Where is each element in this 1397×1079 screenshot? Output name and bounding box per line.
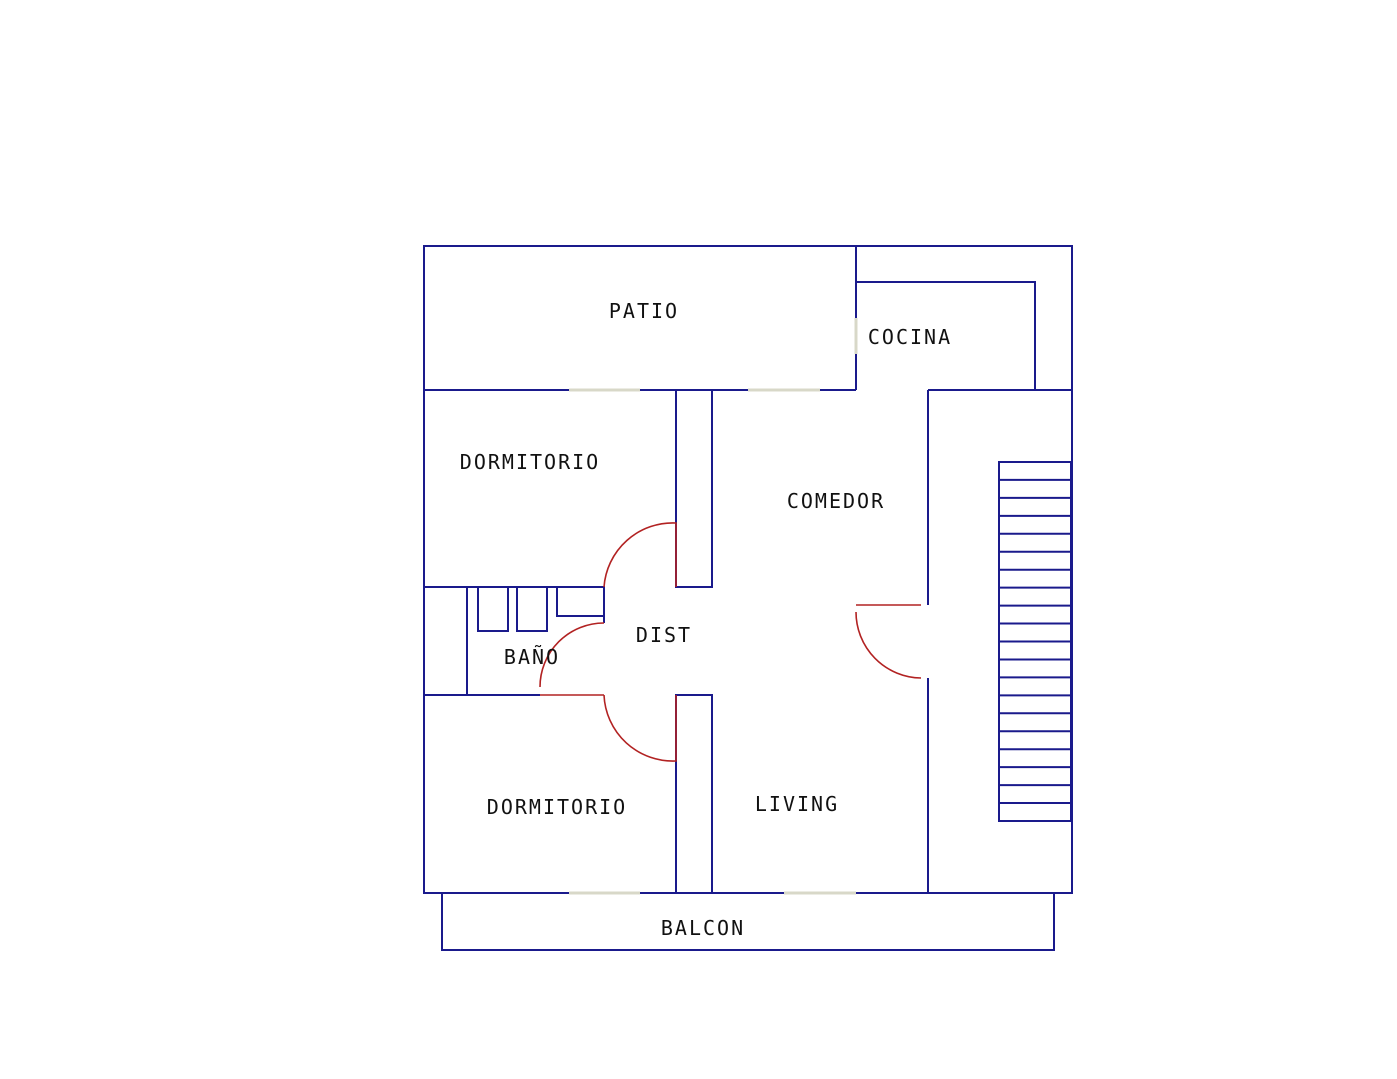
- cocina-inner-wall: [856, 281, 1036, 390]
- room-labels: PATIO COCINA DORMITORIO COMEDOR DIST BAÑ…: [460, 299, 952, 940]
- balcony-outline: [441, 892, 1055, 951]
- door-stair: [855, 604, 922, 679]
- label-comedor: COMEDOR: [787, 489, 885, 513]
- label-bano: BAÑO: [504, 645, 560, 669]
- label-patio: PATIO: [609, 299, 679, 323]
- label-living: LIVING: [755, 792, 839, 816]
- door-dormitorio-2: [603, 694, 677, 762]
- label-dormitorio-1: DORMITORIO: [460, 450, 600, 474]
- windows: [569, 318, 858, 895]
- bathtub-fixture: [477, 586, 509, 632]
- toilet-fixture: [516, 586, 548, 632]
- label-dist: DIST: [636, 623, 692, 647]
- label-balcon: BALCON: [661, 916, 745, 940]
- label-cocina: COCINA: [868, 325, 952, 349]
- door-bano: [539, 622, 605, 696]
- lower-partition: [675, 694, 713, 894]
- walls: [423, 245, 1073, 951]
- doors: [539, 522, 922, 762]
- door-dormitorio-1: [603, 522, 677, 588]
- label-dormitorio-2: DORMITORIO: [487, 795, 627, 819]
- sink-fixture: [556, 586, 605, 617]
- staircase: [998, 461, 1072, 822]
- upper-partition: [675, 389, 713, 588]
